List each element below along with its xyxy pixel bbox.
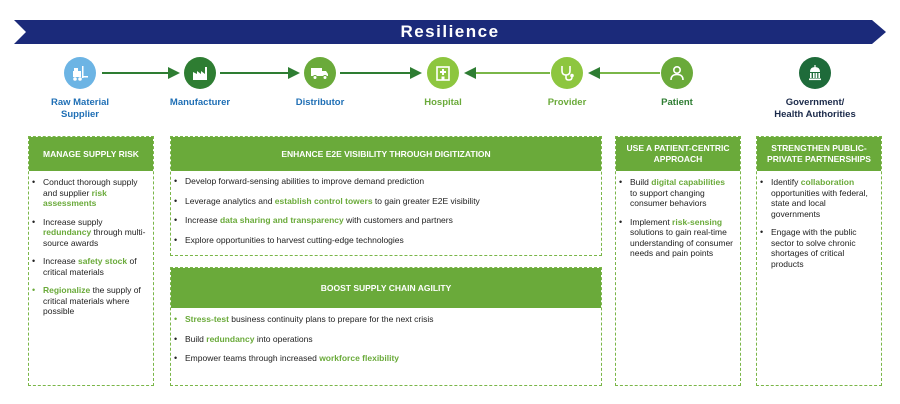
highlighted-text: Stress-test (185, 314, 229, 324)
person-icon (661, 57, 693, 89)
highlighted-text: safety stock (77, 256, 128, 266)
bullet-item: Increase data sharing and transparency w… (171, 215, 595, 226)
highlighted-text: redundancy (43, 227, 92, 237)
bullet-text: with customers and partners (343, 215, 453, 225)
bullet-text: Explore opportunities to harvest cutting… (185, 234, 404, 245)
boost-agility-box: BOOST SUPPLY CHAIN AGILITY Stress-test b… (170, 267, 602, 386)
node-distributor: Distributor (280, 57, 360, 109)
node-label: Manufacturer (169, 97, 231, 108)
highlighted-text: digital capabilities (651, 177, 725, 187)
bullet-item: Empower teams through increased workforc… (171, 353, 595, 364)
bullet-item: Build redundancy into operations (171, 334, 595, 345)
bullet-text: Build (630, 177, 652, 187)
bullet-text: Increase (43, 256, 78, 266)
bullet-text: business continuity plans to prepare for… (228, 314, 434, 324)
bullet-text: opportunities with federal, state and lo… (771, 187, 868, 219)
bullet-text: Implement (630, 216, 673, 227)
box-header: STRENGTHEN PUBLIC-PRIVATE PARTNERSHIPS (757, 137, 881, 171)
node-patient: Patient (637, 57, 717, 109)
bullet-list: Stress-test business continuity plans to… (171, 308, 601, 364)
highlighted-text: Regionalize (43, 285, 91, 295)
bullet-list: Develop forward-sensing abilities to imp… (171, 171, 601, 245)
bullet-list: Conduct thorough supply and supplier ris… (29, 171, 153, 317)
bullet-text: the supply of critical materials where p… (43, 285, 141, 316)
bullet-item: Engage with the public sector to solve c… (757, 227, 875, 269)
bullet-text: Conduct thorough supply and supplier (43, 177, 138, 198)
node-provider: Provider (527, 57, 607, 109)
highlighted-text: risk-sensing (672, 216, 723, 227)
truck-icon (304, 57, 336, 89)
bullet-list: Identify collaboration opportunities wit… (757, 171, 881, 269)
node-label: Raw Material Supplier (50, 97, 110, 120)
patient-centric-box: USE A PATIENT-CENTRIC APPROACH Build dig… (615, 136, 741, 386)
bullet-item: Build digital capabilities to support ch… (616, 177, 734, 209)
bullet-text: Build (185, 333, 207, 344)
box-header: BOOST SUPPLY CHAIN AGILITY (171, 268, 601, 308)
resilience-banner: Resilience (14, 20, 886, 44)
bullet-text: Leverage analytics and (185, 195, 275, 206)
node-government-health-authorities: Government/ Health Authorities (765, 57, 865, 121)
bullet-item: Develop forward-sensing abilities to imp… (171, 176, 595, 187)
bullet-text: into operations (254, 333, 313, 344)
highlighted-text: workforce flexibility (319, 353, 400, 363)
bullet-text: to gain greater E2E visibility (372, 195, 480, 206)
bullet-list: Build digital capabilities to support ch… (616, 171, 740, 259)
node-raw-material-supplier: Raw Material Supplier (40, 57, 120, 121)
bullet-text: Develop forward-sensing abilities to imp… (185, 176, 425, 186)
box-header: ENHANCE E2E VISIBILITY THROUGH DIGITIZAT… (171, 137, 601, 171)
public-private-partnerships-box: STRENGTHEN PUBLIC-PRIVATE PARTNERSHIPS I… (756, 136, 882, 386)
node-label: Patient (661, 97, 693, 108)
factory-icon (184, 57, 216, 89)
bullet-text: solutions to gain real-time understandin… (630, 227, 734, 258)
bullet-item: Explore opportunities to harvest cutting… (171, 235, 595, 246)
highlighted-text: data sharing and transparency (219, 215, 344, 225)
bullet-item: Increase supply redundancy through multi… (29, 217, 147, 249)
bullet-item: Implement risk-sensing solutions to gain… (616, 217, 734, 259)
bullet-text: Increase supply (43, 216, 103, 227)
node-hospital: Hospital (403, 57, 483, 109)
bullet-text: of critical materials (43, 256, 137, 277)
bullet-item: Stress-test business continuity plans to… (171, 314, 595, 325)
box-header: USE A PATIENT-CENTRIC APPROACH (616, 137, 740, 171)
bullet-text: through multi-source awards (43, 227, 146, 248)
flow-arrows (102, 67, 660, 79)
highlighted-text: risk assessments (43, 187, 107, 209)
bullet-text: Empower teams through increased (185, 353, 320, 363)
hospital-icon (427, 57, 459, 89)
enhance-visibility-box: ENHANCE E2E VISIBILITY THROUGH DIGITIZAT… (170, 136, 602, 256)
stethoscope-icon (551, 57, 583, 89)
node-label: Distributor (295, 97, 345, 108)
bullet-item: Increase safety stock of critical materi… (29, 256, 147, 277)
highlighted-text: establish control towers (274, 195, 373, 206)
node-label: Provider (547, 97, 587, 108)
bullet-text: Engage with the public sector to solve c… (771, 227, 857, 269)
banner-arrow-shape (14, 20, 886, 44)
government-icon (799, 57, 831, 89)
node-label: Government/ Health Authorities (774, 97, 856, 120)
node-manufacturer: Manufacturer (160, 57, 240, 109)
bullet-item: Regionalize the supply of critical mater… (29, 285, 147, 317)
bullet-item: Identify collaboration opportunities wit… (757, 177, 875, 219)
node-label: Hospital (424, 97, 462, 108)
banner-title: Resilience (400, 22, 500, 41)
forklift-icon (64, 57, 96, 89)
bullet-item: Conduct thorough supply and supplier ris… (29, 177, 147, 209)
bullet-text: to support changing consumer behaviors (630, 187, 707, 209)
highlighted-text: collaboration (800, 177, 855, 187)
bullet-item: Leverage analytics and establish control… (171, 196, 595, 207)
bullet-text: Identify (771, 177, 801, 187)
manage-supply-risk-box: MANAGE SUPPLY RISK Conduct thorough supp… (28, 136, 154, 386)
box-header: MANAGE SUPPLY RISK (29, 137, 153, 171)
bullet-text: Increase (185, 215, 220, 225)
highlighted-text: redundancy (206, 333, 255, 344)
